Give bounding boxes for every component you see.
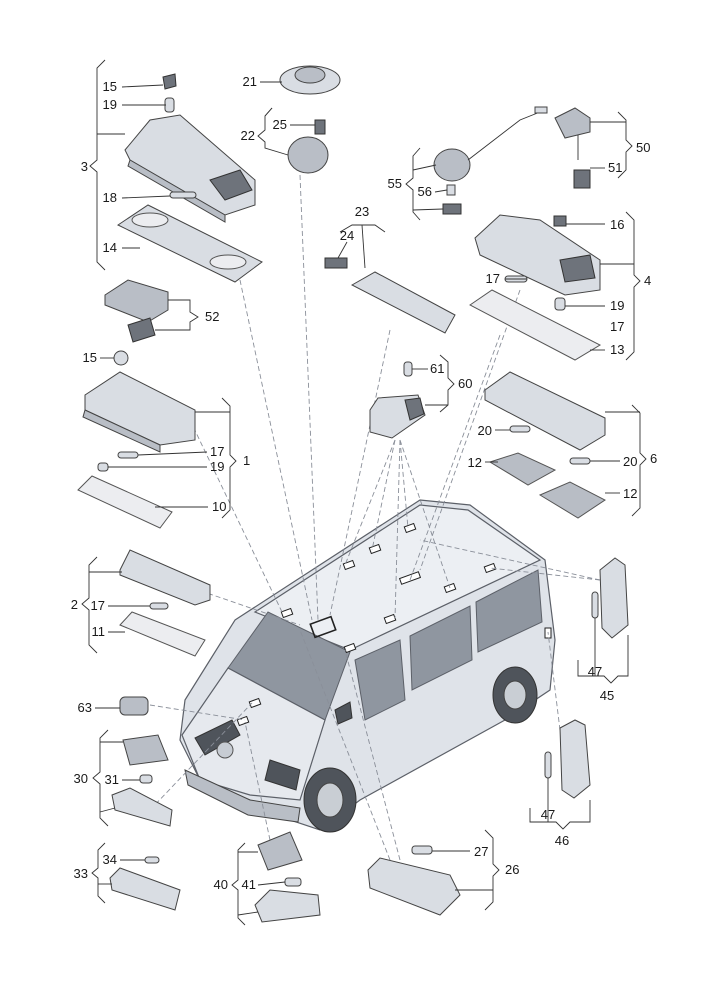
label-17-right: 17 — [486, 271, 500, 286]
label-19-right: 19 — [610, 298, 624, 313]
label-30: 30 — [74, 771, 88, 786]
label-34: 34 — [103, 852, 117, 867]
label-51: 51 — [608, 160, 622, 175]
label-47-lower: 47 — [541, 807, 555, 822]
label-25: 25 — [273, 117, 287, 132]
part-number-labels: 3 15 19 18 14 52 15 1 17 19 10 2 17 11 6… — [71, 74, 657, 892]
label-55: 55 — [388, 176, 402, 191]
label-6: 6 — [650, 451, 657, 466]
label-61: 61 — [430, 361, 444, 376]
label-15-mid: 15 — [83, 350, 97, 365]
van-illustration — [179, 499, 556, 833]
label-10: 10 — [212, 499, 226, 514]
label-27: 27 — [474, 844, 488, 859]
label-20-left: 20 — [478, 423, 492, 438]
label-22: 22 — [241, 128, 255, 143]
label-17-left: 17 — [210, 444, 224, 459]
label-45: 45 — [600, 688, 614, 703]
label-40: 40 — [214, 877, 228, 892]
label-41: 41 — [242, 877, 256, 892]
label-17-right-lower: 17 — [610, 319, 624, 334]
projection-lines — [139, 174, 601, 861]
label-19-left: 19 — [210, 459, 224, 474]
label-63: 63 — [78, 700, 92, 715]
label-26: 26 — [505, 862, 519, 877]
label-46: 46 — [555, 833, 569, 848]
label-24: 24 — [340, 228, 354, 243]
label-31: 31 — [105, 772, 119, 787]
label-52: 52 — [205, 309, 219, 324]
label-11: 11 — [92, 624, 106, 639]
label-4: 4 — [644, 273, 651, 288]
label-17-reading: 17 — [91, 598, 105, 613]
label-16: 16 — [610, 217, 624, 232]
label-21: 21 — [243, 74, 257, 89]
label-23: 23 — [355, 204, 369, 219]
label-19-top: 19 — [103, 97, 117, 112]
label-20-right: 20 — [623, 454, 637, 469]
label-50: 50 — [636, 140, 650, 155]
leader-lines — [81, 59, 647, 926]
label-15-top: 15 — [103, 79, 117, 94]
label-14: 14 — [103, 240, 117, 255]
label-56: 56 — [418, 184, 432, 199]
label-47-upper: 47 — [588, 664, 602, 679]
label-1: 1 — [243, 453, 250, 468]
label-2: 2 — [71, 597, 78, 612]
label-18: 18 — [103, 190, 117, 205]
label-60: 60 — [458, 376, 472, 391]
label-12-bottom: 12 — [623, 486, 637, 501]
label-12-top: 12 — [468, 455, 482, 470]
label-13: 13 — [610, 342, 624, 357]
parts — [77, 65, 629, 923]
label-33: 33 — [74, 866, 88, 881]
label-3: 3 — [81, 159, 88, 174]
